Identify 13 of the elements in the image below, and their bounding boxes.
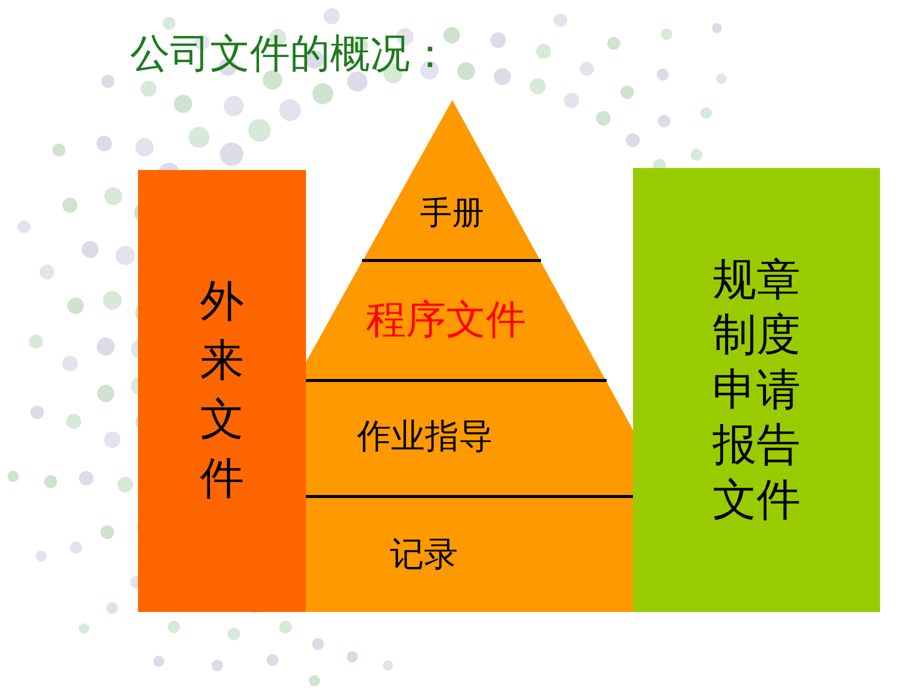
title: 公司文件的概况： — [130, 30, 450, 78]
box-label: 外来文件 — [200, 275, 244, 506]
pyramid-tier — [306, 262, 607, 382]
tier-label: 作业指导 — [357, 417, 493, 457]
pyramid-tier — [362, 100, 541, 262]
pyramid-tier — [306, 382, 633, 498]
tier-label: 手册 — [420, 194, 484, 232]
tier-label: 记录 — [390, 535, 458, 575]
category-box — [633, 168, 880, 612]
category-box — [138, 170, 306, 612]
pyramid-tier — [306, 498, 633, 612]
box-label: 规章制度申请报告文件 — [712, 254, 800, 528]
tier-label: 程序文件 — [366, 297, 526, 343]
